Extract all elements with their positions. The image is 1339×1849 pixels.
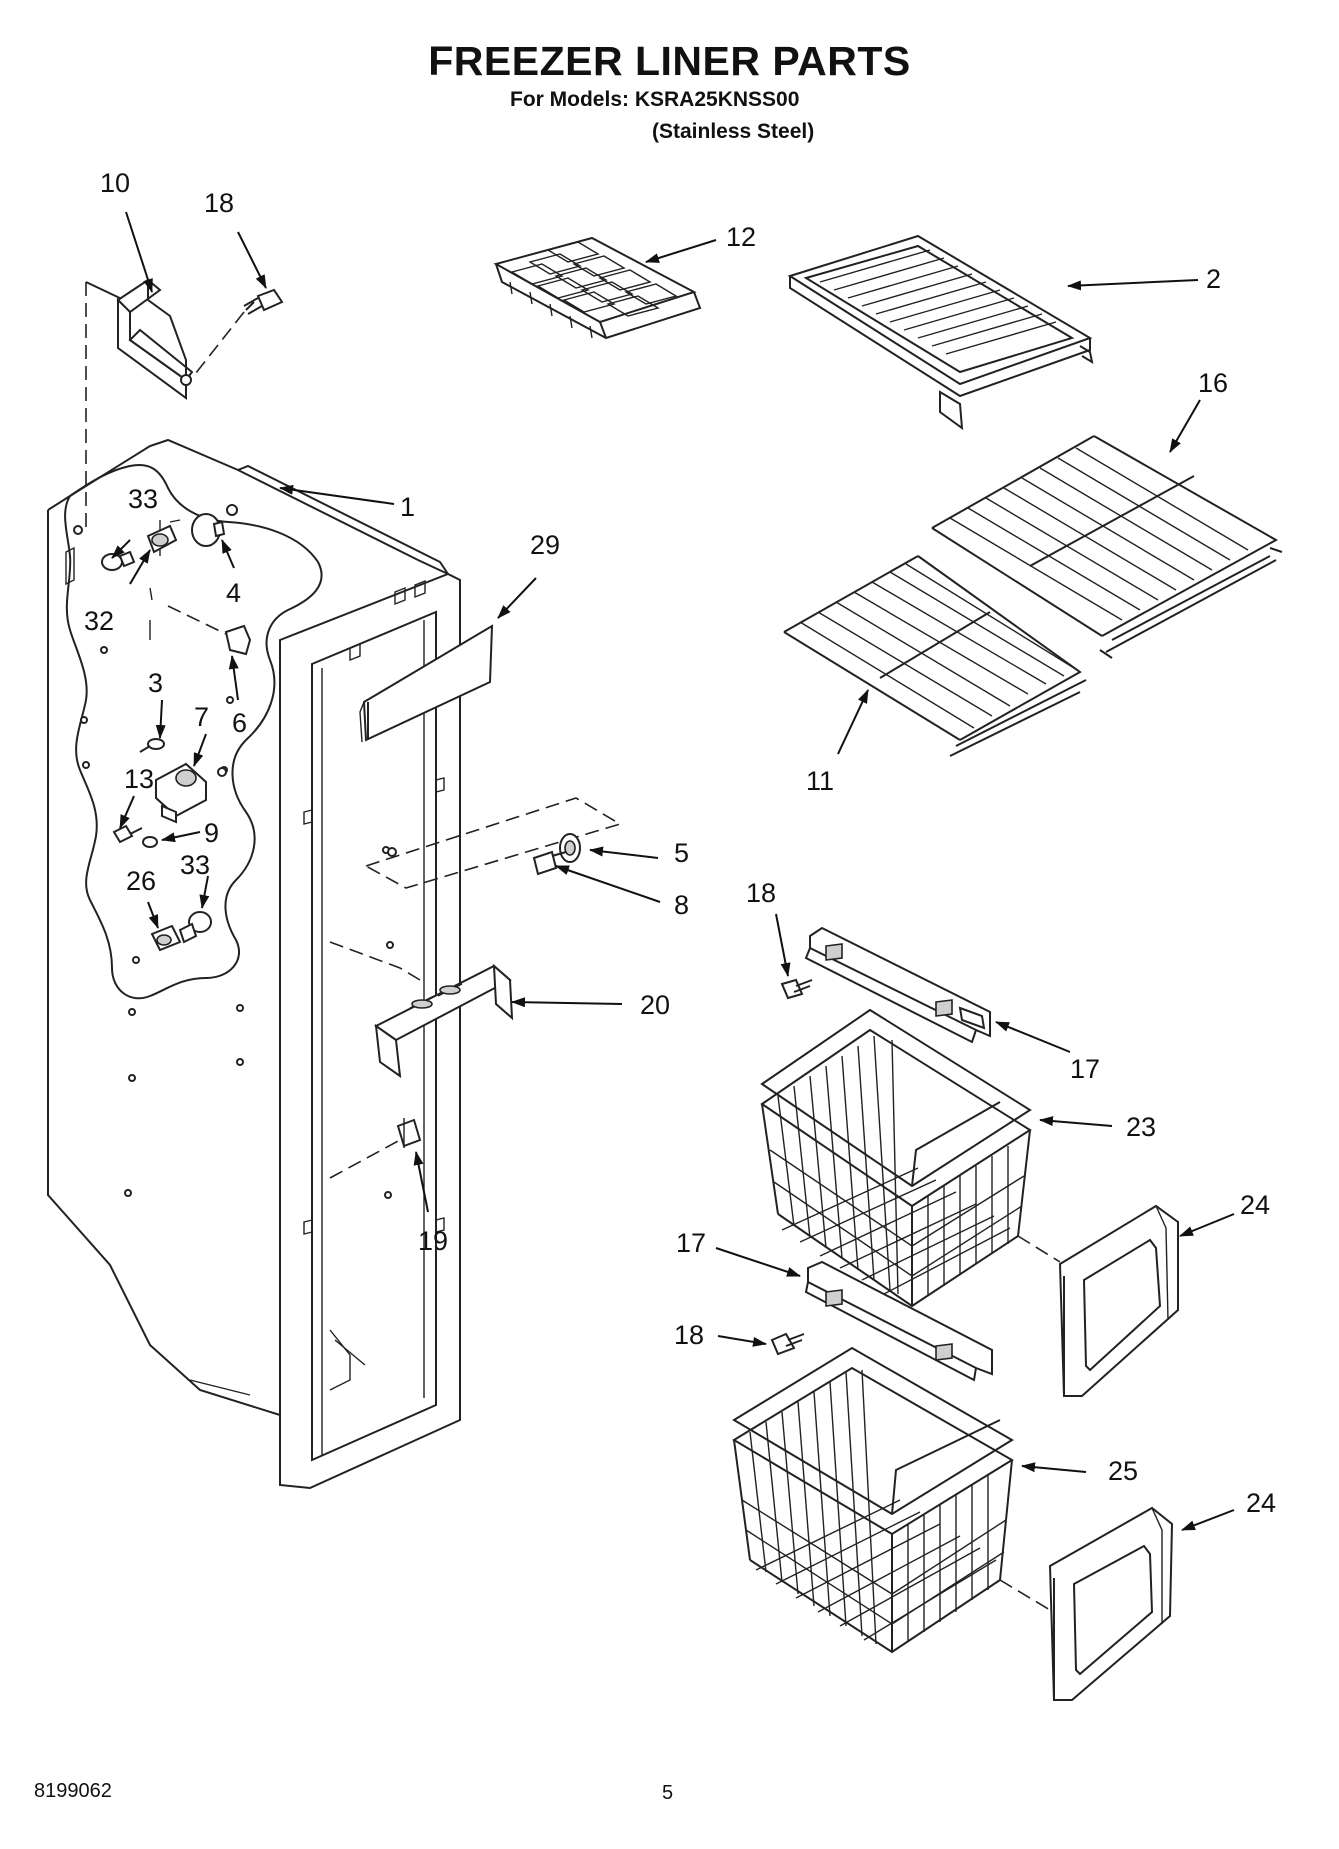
callout-18-bottom: 18 xyxy=(674,1320,704,1350)
cover-part-29 xyxy=(359,624,494,743)
screw-part-9 xyxy=(142,836,158,848)
callout-11: 11 xyxy=(806,766,834,796)
rail-part-17-upper xyxy=(804,926,991,1044)
callout-24-upper: 24 xyxy=(1240,1190,1270,1220)
clip-part-19 xyxy=(396,1118,422,1148)
variant-line: (Stainless Steel) xyxy=(652,120,815,143)
duct-part-20 xyxy=(374,963,514,1079)
document-number: 8199062 xyxy=(34,1780,112,1802)
rail-part-17-lower xyxy=(804,1260,993,1382)
callout-33-bottom: 33 xyxy=(180,850,210,880)
bulb-part-33-bottom xyxy=(178,911,212,944)
callout-20: 20 xyxy=(640,990,670,1020)
callout-5: 5 xyxy=(674,838,689,868)
screw-part-3 xyxy=(139,738,165,753)
callout-8: 8 xyxy=(674,890,689,920)
screw-part-13 xyxy=(112,824,143,844)
wire-shelf-part-16 xyxy=(931,435,1283,659)
screw-part-18-bottom xyxy=(770,1332,805,1356)
page-title: FREEZER LINER PARTS xyxy=(428,38,911,84)
callout-2: 2 xyxy=(1206,264,1221,294)
callout-19: 19 xyxy=(418,1226,448,1256)
socket-part-26 xyxy=(150,924,182,952)
wire-shelf-part-11 xyxy=(783,555,1087,757)
models-line: For Models: KSRA25KNSS00 xyxy=(510,88,800,111)
leader-arrows xyxy=(111,211,1235,1531)
callout-33-top: 33 xyxy=(128,484,158,514)
plug-part-4 xyxy=(191,504,238,547)
callout-labels: 10 18 12 2 16 1 33 29 4 32 3 6 7 11 13 9… xyxy=(84,168,1276,1518)
ice-tray-part-12 xyxy=(493,236,702,340)
screw-part-18-top xyxy=(191,288,284,379)
callout-9: 9 xyxy=(204,818,219,848)
callout-17-upper: 17 xyxy=(1070,1054,1100,1084)
callout-12: 12 xyxy=(726,222,756,252)
screw-part-18-middle xyxy=(780,978,813,1000)
callout-23: 23 xyxy=(1126,1112,1156,1142)
bulb-part-33-top xyxy=(101,550,136,571)
callout-26: 26 xyxy=(126,866,156,896)
page-number: 5 xyxy=(662,1782,674,1804)
callout-1: 1 xyxy=(400,492,415,522)
callout-32: 32 xyxy=(84,606,114,636)
basket-part-23 xyxy=(760,1008,1061,1308)
callout-29: 29 xyxy=(530,530,560,560)
basket-front-part-24-upper xyxy=(1058,1204,1179,1397)
callout-24-lower: 24 xyxy=(1246,1488,1276,1518)
callout-3: 3 xyxy=(148,668,163,698)
callout-7: 7 xyxy=(194,702,209,732)
callout-6: 6 xyxy=(232,708,247,738)
freezer-liner-part xyxy=(47,438,461,1490)
callout-18-middle: 18 xyxy=(746,878,776,908)
basket-part-25 xyxy=(732,1346,1051,1654)
control-part-7 xyxy=(155,762,227,824)
socket-part-32 xyxy=(146,519,181,554)
callout-10: 10 xyxy=(100,168,130,198)
shelf-part-2 xyxy=(787,234,1094,431)
callout-13: 13 xyxy=(124,764,154,794)
callout-16: 16 xyxy=(1198,368,1228,398)
basket-front-part-24-lower xyxy=(1048,1506,1174,1701)
bracket-part-10 xyxy=(116,278,194,400)
callout-18-top: 18 xyxy=(204,188,234,218)
callout-25: 25 xyxy=(1108,1456,1138,1486)
callout-4: 4 xyxy=(226,578,241,608)
clip-part-6 xyxy=(167,605,252,656)
callout-17-lower: 17 xyxy=(676,1228,706,1258)
grommet-part-5 xyxy=(559,833,581,863)
